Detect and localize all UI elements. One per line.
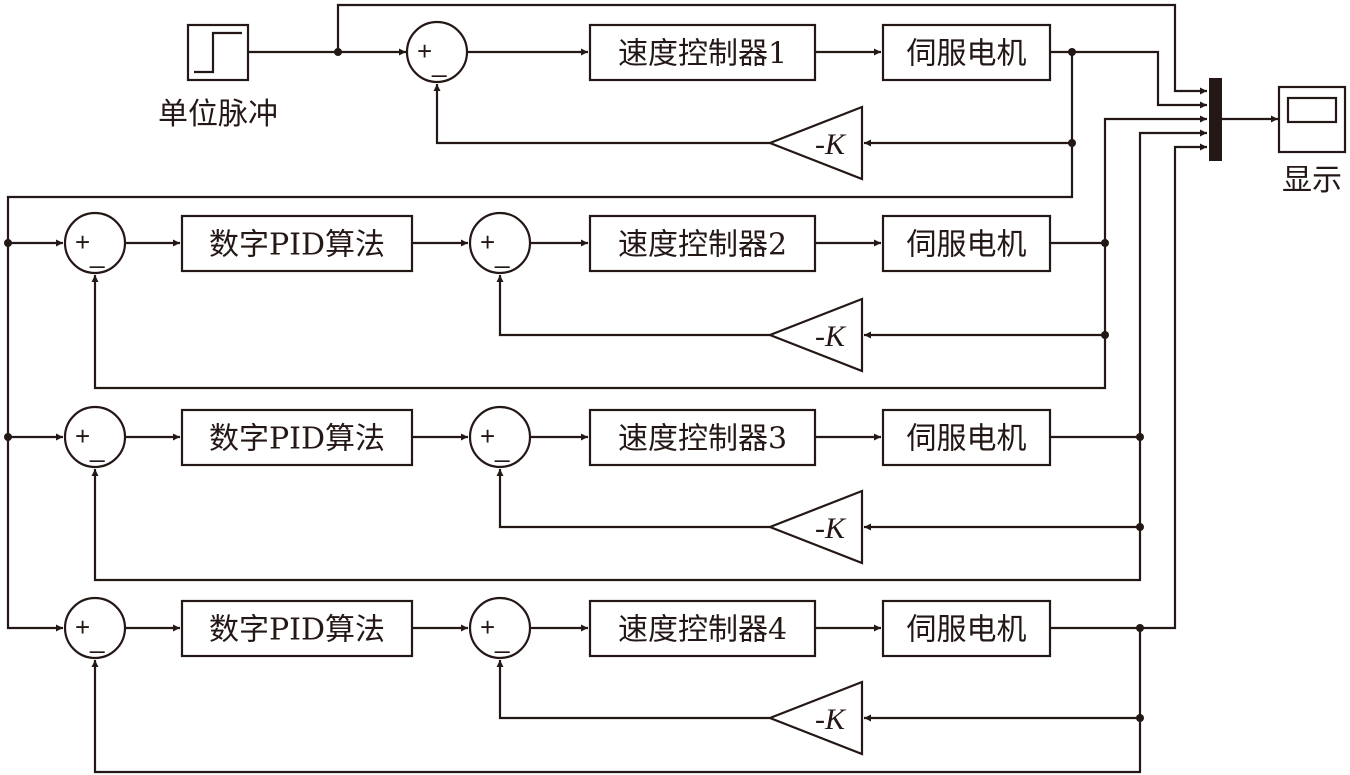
digital-pid-2: 数字PID算法 (180, 214, 414, 273)
speed-controller-4: 速度控制器4 (588, 599, 817, 658)
summing-junction: +_ (63, 596, 127, 660)
servo-motor-2: 伺服电机 (881, 214, 1052, 273)
minus-sign: _ (89, 239, 105, 269)
outer-feedback-wire (91, 275, 1107, 390)
summing-junction: +_ (63, 211, 127, 275)
gain-triangle (766, 680, 864, 756)
reference-bus (6, 143, 1074, 632)
plus-sign: + (480, 421, 495, 451)
feedback-wire (433, 84, 770, 145)
summing-junction: +_ (405, 20, 469, 84)
speed-controller-2-label: 速度控制器2 (618, 228, 787, 263)
servo-motor-3: 伺服电机 (881, 408, 1052, 467)
plus-sign: + (417, 36, 432, 66)
minus-sign: _ (431, 48, 447, 78)
servo-motor-4-label: 伺服电机 (907, 613, 1027, 648)
mux-block (1209, 78, 1222, 161)
gain-triangle (766, 297, 864, 373)
plus-sign: + (75, 612, 90, 642)
minus-sign: _ (89, 433, 105, 463)
feedback-wire (496, 660, 770, 720)
summing-junction: +_ (468, 596, 532, 660)
scope-block: 显示 (1277, 85, 1347, 198)
servo-motor-4: 伺服电机 (881, 599, 1052, 658)
minus-sign: _ (89, 624, 105, 654)
gain-block: -K (766, 489, 864, 565)
bypass-wire (336, 3, 1207, 95)
outer-feedback-wire (91, 469, 1142, 582)
outer-feedback-wire (91, 660, 1142, 774)
servo-motor-1-label: 伺服电机 (907, 37, 1027, 72)
summing-junction: +_ (468, 405, 532, 469)
gain-block: -K (766, 105, 864, 181)
summing-junction: +_ (63, 405, 127, 469)
gain-block: -K (766, 297, 864, 373)
summing-junction: +_ (468, 211, 532, 275)
servo-motor-3-label: 伺服电机 (907, 422, 1027, 457)
plus-sign: + (75, 421, 90, 451)
mux-input-wire (1140, 143, 1207, 630)
speed-controller-3-frame (588, 408, 817, 467)
digital-pid-2-label: 数字PID算法 (209, 228, 385, 263)
plus-sign: + (75, 227, 90, 257)
step-icon (194, 31, 242, 74)
speed-controller-2: 速度控制器2 (588, 214, 817, 273)
digital-pid-4-label: 数字PID算法 (209, 613, 385, 648)
speed-controller-1-label: 速度控制器1 (618, 37, 787, 72)
speed-controller-4-label: 速度控制器4 (618, 613, 787, 648)
minus-sign: _ (494, 239, 510, 269)
gain-label: -K (815, 128, 847, 161)
speed-controller-2-frame (588, 214, 817, 273)
minus-sign: _ (494, 433, 510, 463)
digital-pid-3-label: 数字PID算法 (209, 422, 385, 457)
servo-motor-1: 伺服电机 (881, 23, 1052, 82)
plus-sign: + (480, 612, 495, 642)
gain-triangle (766, 489, 864, 565)
servo-motor-1-frame (881, 23, 1052, 82)
digital-pid-3-frame (180, 408, 414, 467)
gain-label: -K (815, 320, 847, 353)
gain-triangle (766, 105, 864, 181)
gain-label: -K (815, 512, 847, 545)
gain-label: -K (815, 703, 847, 736)
scope-label: 显示 (1282, 163, 1342, 198)
unit-step-source: 单位脉冲 (158, 23, 278, 132)
digital-pid-3: 数字PID算法 (180, 408, 414, 467)
mux-input-wire (1138, 129, 1207, 437)
servo-motor-2-label: 伺服电机 (907, 228, 1027, 263)
speed-controller-4-frame (588, 599, 817, 658)
feedback-wire (496, 275, 770, 337)
gain-block: -K (766, 680, 864, 756)
minus-sign: _ (494, 624, 510, 654)
feedback-wire (496, 469, 770, 529)
speed-controller-3: 速度控制器3 (588, 408, 817, 467)
speed-controller-3-label: 速度控制器3 (618, 422, 787, 457)
signal-wire (1050, 50, 1207, 109)
mux-input-wire (1103, 115, 1207, 243)
plus-sign: + (480, 227, 495, 257)
digital-pid-4: 数字PID算法 (180, 599, 414, 658)
scope-screen-icon (1286, 96, 1338, 124)
digital-pid-2-frame (180, 214, 414, 273)
speed-controller-1: 速度控制器1 (588, 23, 817, 82)
servo-motor-3-frame (881, 408, 1052, 467)
source-label: 单位脉冲 (158, 97, 278, 132)
